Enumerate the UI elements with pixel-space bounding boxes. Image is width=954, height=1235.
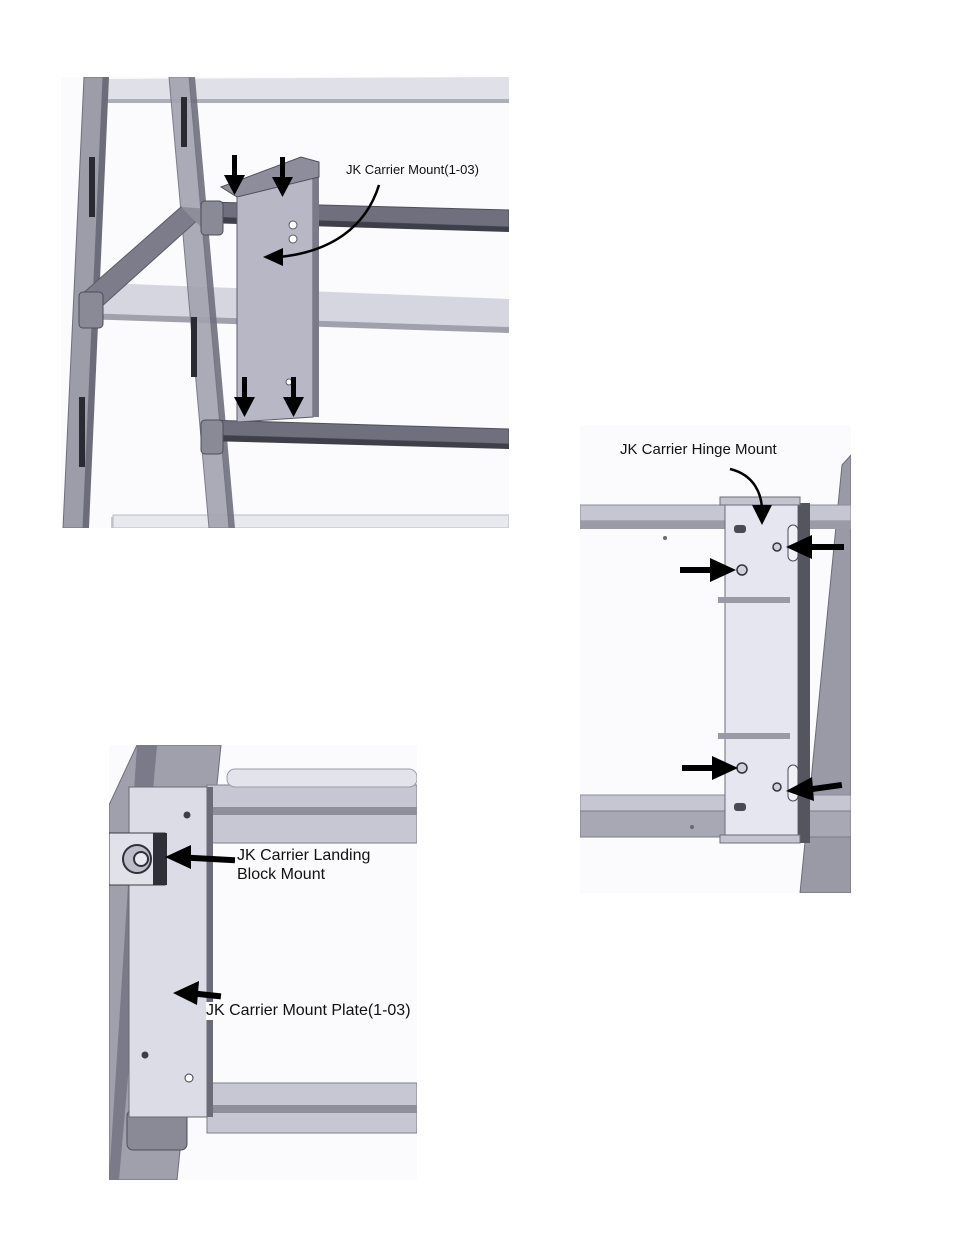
figure-carrier-mount: JK Carrier Mount(1-03): [61, 77, 509, 528]
carrier-mount-drawing: [61, 77, 509, 528]
mount-plate-drawing: [109, 745, 417, 1180]
hinge-mount-label: JK Carrier Hinge Mount: [620, 441, 777, 458]
figure-hinge-mount: JK Carrier Hinge Mount: [580, 425, 851, 893]
mount-plate-label: JK Carrier Mount Plate(1-03): [206, 1002, 411, 1021]
hinge-mount-drawing: [580, 425, 851, 893]
landing-block-label-line2: Block Mount: [237, 866, 326, 883]
landing-block-label-line1: JK Carrier Landing: [237, 847, 371, 864]
carrier-mount-label: JK Carrier Mount(1-03): [346, 162, 479, 177]
figure-mount-plate: JK Carrier Landing Block Mount JK Carrie…: [109, 745, 417, 1180]
